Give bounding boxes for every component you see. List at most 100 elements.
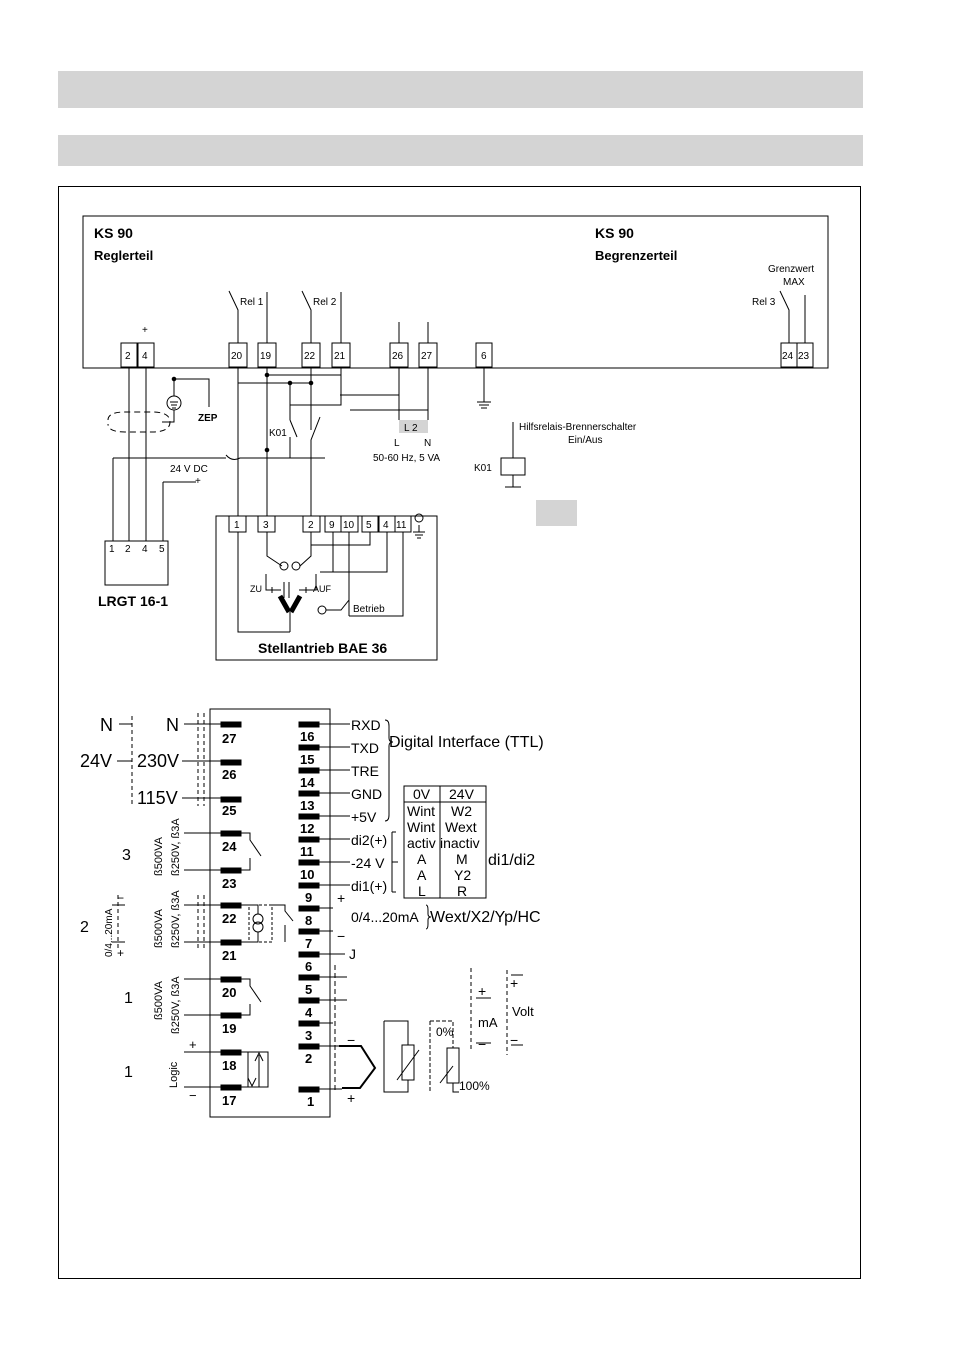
ma-in-label: 0/4...20mA — [351, 909, 419, 925]
rterm-11: 11 — [300, 844, 314, 859]
ma-left-label: 0/4...20mA — [104, 908, 115, 957]
terminal-22: 22 — [304, 351, 316, 362]
output-3-label: 3 — [122, 847, 131, 864]
lterm-22: 22 — [222, 911, 236, 926]
shield-loop — [107, 411, 171, 433]
lterm-18: 18 — [222, 1058, 236, 1073]
ma-minus: − — [117, 891, 124, 905]
betrieb-lamp-icon — [317, 605, 327, 615]
rterm-12: 12 — [300, 821, 314, 836]
sig-rxd: RXD — [351, 717, 381, 733]
zep-label: ZEP — [198, 413, 218, 424]
capacitor-leads — [271, 587, 307, 593]
l2-box — [399, 420, 428, 433]
zep-ground-wire — [162, 410, 175, 423]
signal-wires — [319, 723, 350, 886]
right-subtitle: Begrenzerteil — [595, 248, 677, 263]
sig-5v: +5V — [351, 809, 377, 825]
sig-gnd: GND — [351, 786, 382, 802]
bae-ground-icon — [413, 525, 425, 539]
lterm-24: 24 — [222, 839, 237, 854]
rterm-2: 2 — [305, 1051, 312, 1066]
ai-plus: + — [337, 890, 345, 906]
thermocouple-icon — [339, 1045, 377, 1089]
pct0-label: 0% — [436, 1025, 454, 1039]
potentiometer-wiper-icon — [439, 1065, 459, 1093]
di-r1c1: W2 — [451, 803, 472, 819]
n-label: N — [424, 438, 431, 449]
bae-term-10: 10 — [343, 520, 355, 531]
grey-marker — [536, 500, 577, 526]
actuator-label: Stellantrieb BAE 36 — [258, 640, 387, 656]
wire-crossover — [225, 454, 325, 460]
bae-term-11: 11 — [396, 520, 407, 531]
bae-internal-wiring — [311, 532, 404, 617]
aux-relay-label-2: Ein/Aus — [568, 435, 602, 446]
thermocouple-wires — [319, 1045, 342, 1090]
terminal-26: 26 — [392, 351, 404, 362]
sig-tre: TRE — [351, 763, 379, 779]
output-2-leads — [112, 904, 125, 943]
bae-wire-2 — [299, 532, 312, 567]
logic-minus: − — [189, 1088, 197, 1103]
lrgt-term-1: 1 — [109, 544, 115, 555]
terminal-19: 19 — [260, 351, 272, 362]
n1-label: N — [100, 715, 113, 735]
di-r6c1: R — [457, 883, 467, 899]
lrgt-term-4: 4 — [142, 544, 148, 555]
rtd-variable-icon — [396, 1049, 420, 1081]
terminal-6: 6 — [481, 351, 487, 362]
di-h0: 0V — [413, 786, 431, 802]
aux-ground-icon — [505, 475, 521, 488]
sig-txd: TXD — [351, 740, 379, 756]
di-r6c0: L — [418, 883, 426, 899]
plus-sign: + — [142, 325, 148, 336]
wire-19-link — [267, 367, 342, 376]
lterm-17: 17 — [222, 1093, 236, 1108]
k01-contact — [310, 416, 321, 516]
bae-term-3: 3 — [263, 520, 269, 531]
rel1-contact — [228, 290, 268, 343]
lrgt-wire-5 — [162, 481, 196, 541]
rterm-3: 3 — [305, 1028, 312, 1043]
current-output-box — [248, 904, 273, 943]
lterm-19: 19 — [222, 1021, 236, 1036]
k01-switch — [289, 419, 298, 458]
ma-minus-in: − — [478, 1036, 486, 1052]
bae-term-1: 1 — [234, 520, 240, 531]
wire-22 — [238, 367, 312, 430]
header-bar — [58, 71, 863, 108]
v24-label: 24V — [80, 751, 112, 771]
k01-coil — [500, 457, 526, 476]
current-output-wires — [241, 904, 294, 943]
right-terminal-column: 16 15 14 13 12 11 10 9 8 7 6 5 4 3 2 1 — [298, 721, 320, 1109]
di-table-cells: 0V 24V Wint W2 Wint Wext activ inactiv A… — [407, 786, 480, 899]
supply-wire-n — [350, 367, 429, 420]
left-terminal-column: 27 26 25 24 23 22 21 20 19 18 17 — [220, 721, 242, 1108]
bae-ground-terminal-icon — [414, 513, 424, 523]
rterm-1: 1 — [307, 1094, 314, 1109]
sig-24v: -24 V — [351, 855, 385, 871]
rel2-contact — [301, 290, 342, 343]
l2-label: L 2 — [404, 423, 418, 434]
lrgt-box — [104, 540, 169, 586]
rating-250-c: ß250V, ß3A — [170, 976, 182, 1034]
supply-leads — [398, 322, 429, 343]
lterm-27: 27 — [222, 731, 236, 746]
earth-symbol-icon — [170, 401, 178, 409]
analog-input-wires — [319, 907, 345, 955]
tc-plus: + — [347, 1090, 355, 1106]
device-terminal-box — [209, 708, 331, 1118]
di-r1c0: Wint — [407, 803, 435, 819]
logic-plus: + — [189, 1037, 197, 1052]
lterm-20: 20 — [222, 985, 236, 1000]
junction-dot — [264, 372, 270, 378]
rating-500-c: ß500VA — [153, 980, 165, 1020]
di-r2c1: Wext — [445, 819, 477, 835]
j-label: J — [349, 946, 356, 962]
rterm-13: 13 — [300, 798, 314, 813]
ks90-terminals: 2 4 20 19 22 21 26 27 6 24 23 — [120, 342, 814, 368]
output-2-fuse-lines — [197, 895, 205, 950]
subheader-bar — [58, 135, 863, 166]
di-table — [403, 785, 487, 899]
